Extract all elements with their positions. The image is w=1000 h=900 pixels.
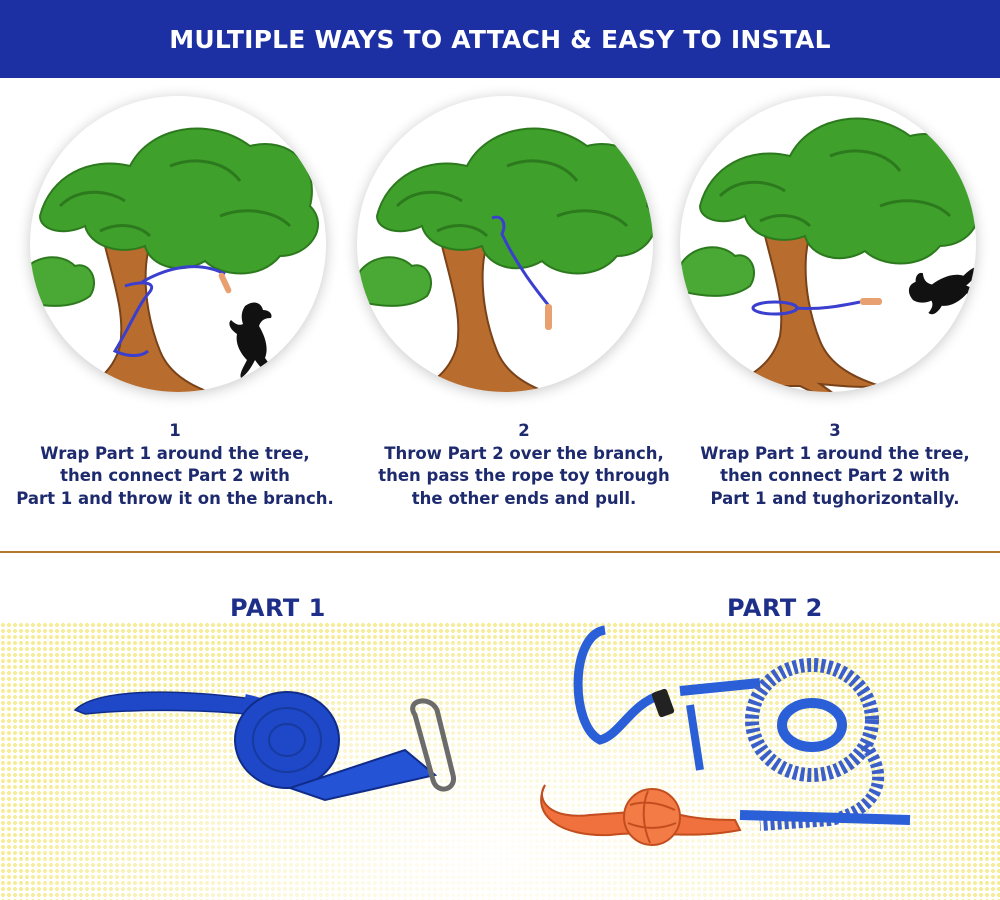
step-text-line: then connect Part 2 with: [60, 466, 290, 485]
part-2-title: PART 2: [727, 594, 823, 622]
illustration-horizontal-tug: [680, 96, 976, 392]
step-text-line: Part 1 and throw it on the branch.: [16, 488, 334, 508]
illustration-over-branch: [357, 96, 653, 392]
header-banner: MULTIPLE WAYS TO ATTACH & EASY TO INSTAL: [0, 0, 1000, 78]
step-number: 1: [169, 421, 181, 440]
step-text-line: Part 1 and tughorizontally.: [710, 488, 960, 508]
tree-dog-illustration-3: [680, 117, 976, 392]
step-text-line: then connect Part 2 with: [720, 466, 950, 485]
step-text-line: Throw Part 2 over the branch,: [384, 443, 664, 463]
part-1-strap-image: [73, 691, 456, 802]
tree-dog-illustration-2: [357, 127, 653, 392]
step-text-line: Wrap Part 1 around the tree,: [40, 443, 310, 463]
background-fade: [0, 622, 1000, 900]
part-2-bungee-toy-image: [540, 625, 911, 846]
section-divider: [0, 551, 1000, 553]
step-text-line: Wrap Part 1 around the tree,: [700, 443, 970, 463]
step-3-instructions: 3 Wrap Part 1 around the tree, then conn…: [670, 420, 1000, 510]
step-1-instructions: 1 Wrap Part 1 around the tree, then conn…: [10, 420, 340, 510]
tree-dog-illustration-1: [30, 127, 320, 392]
step-2-instructions: 2 Throw Part 2 over the branch, then pas…: [359, 420, 689, 510]
step-text-line: the other ends and pull.: [411, 488, 637, 508]
step-number: 3: [829, 421, 841, 440]
part-1-title: PART 1: [230, 594, 326, 622]
step-number: 2: [518, 421, 530, 440]
page-title: MULTIPLE WAYS TO ATTACH & EASY TO INSTAL: [169, 24, 831, 54]
step-text-line: then pass the rope toy through: [378, 466, 670, 485]
illustration-wrap-and-throw: [30, 96, 326, 392]
